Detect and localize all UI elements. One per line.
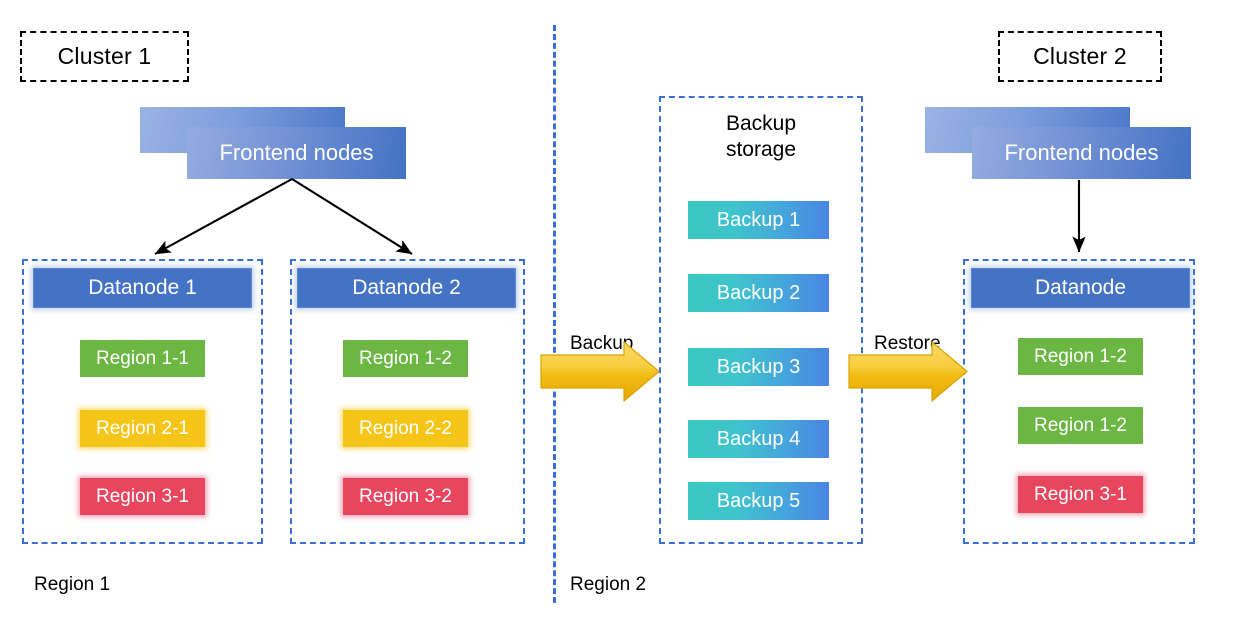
datanode-2-header[interactable]: Datanode 2 [297,268,516,308]
region-chip-restored-1-label: Region 1-2 [1034,345,1127,367]
frontend-nodes-label: Frontend nodes [219,140,374,165]
datanode-restored-header[interactable]: Datanode [971,268,1190,308]
backup-storage-title: Backup storage [659,111,863,164]
backup-chip-4[interactable]: Backup 4 [688,420,829,458]
backup-chip-3[interactable]: Backup 3 [688,348,829,386]
backup-flow-label: Backup [570,333,633,355]
region-chip-1-1-label: Region 1-1 [96,347,189,369]
region-chip-restored-3[interactable]: Region 3-1 [1018,476,1143,513]
backup-chip-5[interactable]: Backup 5 [688,482,829,520]
backup-chip-5-label: Backup 5 [716,489,801,512]
region-chip-3-2[interactable]: Region 3-2 [343,478,468,515]
region-chip-2-1[interactable]: Region 2-1 [80,410,205,447]
frontend-nodes-front-card-2: Frontend nodes [972,127,1191,179]
backup-flow-label-text: Backup [570,333,634,354]
region-divider-line [553,25,556,603]
region-1-caption-text: Region 1 [34,574,111,595]
backup-chip-2-label: Backup 2 [716,281,801,304]
frontend-nodes-cluster-2: Frontend nodes [925,107,1195,182]
arrow-frontend-to-datanode-2 [291,178,413,255]
cluster-label-1-text: Cluster 1 [57,43,152,69]
region-chip-3-1-label: Region 3-1 [96,485,189,507]
backup-chip-2[interactable]: Backup 2 [688,274,829,312]
region-2-caption: Region 2 [570,574,646,596]
backup-chip-1[interactable]: Backup 1 [688,201,829,239]
region-2-caption-text: Region 2 [570,574,647,595]
region-chip-restored-1[interactable]: Region 1-2 [1018,338,1143,375]
datanode-restored-label: Datanode [1034,276,1127,299]
restore-flow-label-text: Restore [874,333,941,354]
frontend-nodes-cluster-1: Frontend nodes [140,107,410,182]
cluster-label-2-text: Cluster 2 [1033,43,1127,69]
restore-flow-label: Restore [874,333,941,355]
frontend-nodes-front-card: Frontend nodes [187,127,406,179]
backup-chip-3-label: Backup 3 [716,355,801,378]
datanode-1-header[interactable]: Datanode 1 [33,268,252,308]
region-chip-2-2-label: Region 2-2 [359,417,452,439]
region-chip-restored-3-label: Region 3-1 [1034,483,1127,505]
region-chip-3-2-label: Region 3-2 [359,485,452,507]
region-chip-restored-2-label: Region 1-2 [1034,414,1127,436]
datanode-1-label: Datanode 1 [88,276,197,299]
region-chip-2-1-label: Region 2-1 [96,417,189,439]
arrow-frontend-to-datanode-1 [154,178,293,255]
datanode-1-container [22,259,263,544]
cluster-label-1: Cluster 1 [20,31,189,82]
backup-storage-title-line-1: Backup [725,112,797,135]
region-1-caption: Region 1 [34,574,110,596]
backup-chip-4-label: Backup 4 [716,427,801,450]
region-chip-restored-2[interactable]: Region 1-2 [1018,407,1143,444]
region-chip-1-1[interactable]: Region 1-1 [80,340,205,377]
cluster-label-2: Cluster 2 [998,31,1162,82]
datanode-2-label: Datanode 2 [352,276,461,299]
frontend-nodes-label-2: Frontend nodes [1004,140,1159,165]
backup-storage-container [659,96,863,544]
region-chip-2-2[interactable]: Region 2-2 [343,410,468,447]
region-chip-1-2-label: Region 1-2 [359,347,452,369]
region-chip-1-2[interactable]: Region 1-2 [343,340,468,377]
backup-storage-title-line-2: storage [725,138,797,162]
datanode-2-container [290,259,525,544]
backup-chip-1-label: Backup 1 [716,208,801,231]
region-chip-3-1[interactable]: Region 3-1 [80,478,205,515]
